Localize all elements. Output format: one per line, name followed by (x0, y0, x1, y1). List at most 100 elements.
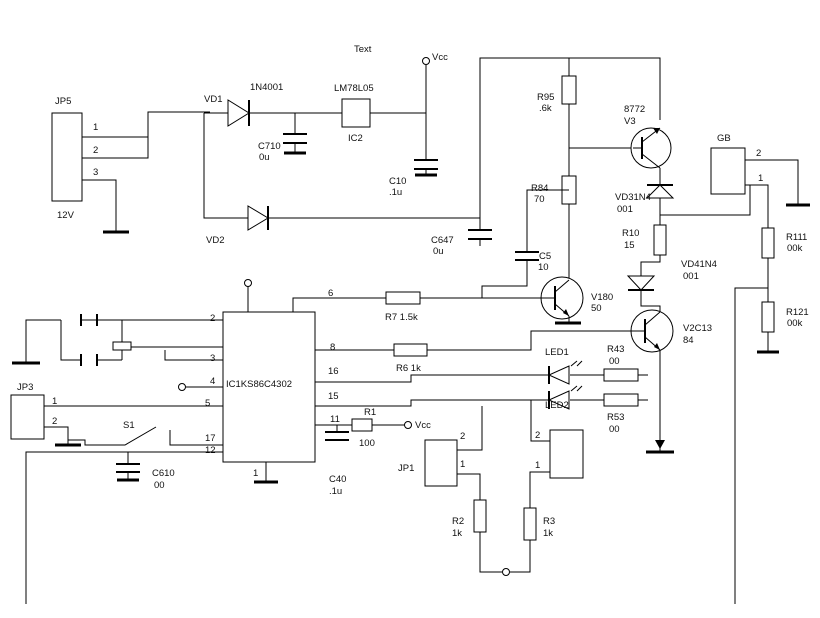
capacitor-c710: C710 0u (258, 113, 307, 163)
r1-ref: R1 (364, 407, 376, 418)
r6-label: R6 1k (396, 363, 421, 374)
resistor-r10: R10 15 (622, 224, 667, 256)
resistor-r53: R53 00 (603, 393, 639, 435)
r111-value: 00k (787, 243, 803, 254)
vd2-ref: VD2 (206, 235, 224, 246)
ic1-chip: IC1KS86C4302 2 3 4 5 17 12 6 8 16 15 11 … (205, 288, 340, 479)
r1-value: 100 (359, 438, 375, 449)
capacitor-c610: C610 00 (116, 452, 175, 491)
capacitor-c5: C5 10 (515, 251, 551, 273)
wire-led2-box (529, 400, 550, 508)
c40-value: .1u (329, 486, 342, 497)
r2-ref: R2 (452, 516, 464, 527)
jp1-pin-2: 2 (460, 431, 465, 442)
resistor-r121: R121 00k (761, 301, 809, 333)
c10-ref: C10 (389, 176, 406, 187)
transistor-v2: V2C13 84 (630, 309, 712, 353)
wire-gb (745, 159, 799, 228)
diode-vd1: VD1 1N4001 (204, 82, 283, 127)
connector-jp1: JP1 2 1 (398, 431, 465, 487)
v3-ref: V3 (624, 116, 636, 127)
wire-vd2 (203, 113, 480, 219)
v2-value: 84 (683, 335, 694, 346)
c710-ref: C710 (258, 141, 281, 152)
wire-pin15 (315, 399, 648, 407)
r111-ref: R111 (786, 232, 807, 243)
wire-r2-r3 (479, 532, 531, 573)
jp1-label: JP1 (398, 463, 414, 474)
jp5-pin-2: 2 (93, 145, 98, 156)
v180-value: 50 (591, 303, 602, 314)
ic1-name: IC1KS86C4302 (226, 379, 292, 390)
wire-oscillator (25, 319, 224, 361)
resistor-r95: R95 .6k (537, 75, 577, 114)
c10-value: .1u (389, 187, 402, 198)
wire-r10-vd4 (640, 255, 661, 276)
diode-vd2: VD2 (206, 205, 269, 246)
c610-ref: C610 (152, 468, 175, 479)
v3-part: 8772 (624, 104, 645, 115)
r3-ref: R3 (543, 516, 555, 527)
gb-label: GB (717, 133, 731, 144)
r43-ref: R43 (607, 344, 624, 355)
c5-ref: C5 (539, 251, 551, 262)
r10-value: 15 (624, 240, 635, 251)
ic1-pin-16: 16 (328, 366, 339, 377)
test-point (244, 279, 252, 287)
diode-vd3: VD31N4 001 (615, 184, 675, 215)
switch-s1: S1 (67, 420, 224, 446)
ic1-pin-4: 4 (210, 376, 215, 387)
resistor-r3: R3 1k (523, 507, 555, 541)
wire-12v-rail (479, 57, 661, 230)
wire-jp1 (457, 406, 483, 500)
resistor-r43: R43 00 (603, 344, 639, 382)
wire-pin8 (315, 330, 631, 351)
ic1-pin-11: 11 (330, 414, 340, 425)
ic1-pin-17: 17 (205, 433, 216, 444)
crystal (112, 341, 132, 351)
c647-value: 0u (433, 246, 444, 257)
ic1-pin-6: 6 (328, 288, 333, 299)
r84-value: 70 (534, 194, 545, 205)
transistor-v180: V180 50 (540, 276, 613, 320)
resistor-r1: R1 100 (351, 407, 376, 449)
vd3-ref: VD31N4 (615, 192, 651, 203)
c5-value: 10 (538, 262, 549, 273)
v2-ref: V2C13 (683, 323, 712, 334)
jp5-label: JP5 (55, 96, 71, 107)
c610-value: 00 (154, 480, 165, 491)
resistor-r2: R2 1k (452, 499, 487, 539)
c710-value: 0u (259, 152, 270, 163)
r43-value: 00 (609, 356, 620, 367)
r95-ref: R95 (537, 92, 554, 103)
vd4-ref: VD41N4 (681, 259, 717, 270)
ic1-pin-2: 2 (210, 313, 215, 324)
diagram-title: Text (354, 44, 372, 55)
s1-ref: S1 (123, 420, 135, 431)
ic1-pin-5: 5 (205, 398, 210, 409)
r95-value: .6k (539, 103, 552, 114)
wire-vd4-v2 (640, 290, 661, 312)
v180-ref: V180 (591, 292, 613, 303)
vcc-terminal-top: Vcc (422, 52, 448, 65)
r2-value: 1k (452, 528, 462, 539)
gb-pin-2: 2 (756, 148, 761, 159)
capacitor-c10: C10 .1u (389, 159, 438, 198)
r53-value: 00 (609, 424, 620, 435)
jp3-pin-1: 1 (52, 396, 57, 407)
jp3-pin-2: 2 (52, 416, 57, 427)
led1-ref: LED1 (545, 347, 569, 358)
resistor-r111: R111 00k (761, 227, 807, 259)
vcc-top-label: Vcc (432, 52, 448, 63)
jp1-pin-1: 1 (460, 459, 465, 470)
connector-jp3: JP3 1 2 (10, 382, 57, 440)
led2-box: 2 1 (535, 429, 584, 479)
junction-terminal (502, 568, 510, 576)
test-point-pin4 (178, 383, 186, 391)
c647-ref: C647 (431, 235, 454, 246)
wire-pin16 (315, 374, 648, 383)
arrow-down (655, 440, 665, 449)
vd1-part: 1N4001 (250, 82, 283, 93)
led2-pin-1: 1 (535, 460, 540, 471)
ic1-pin-1: 1 (253, 468, 258, 479)
